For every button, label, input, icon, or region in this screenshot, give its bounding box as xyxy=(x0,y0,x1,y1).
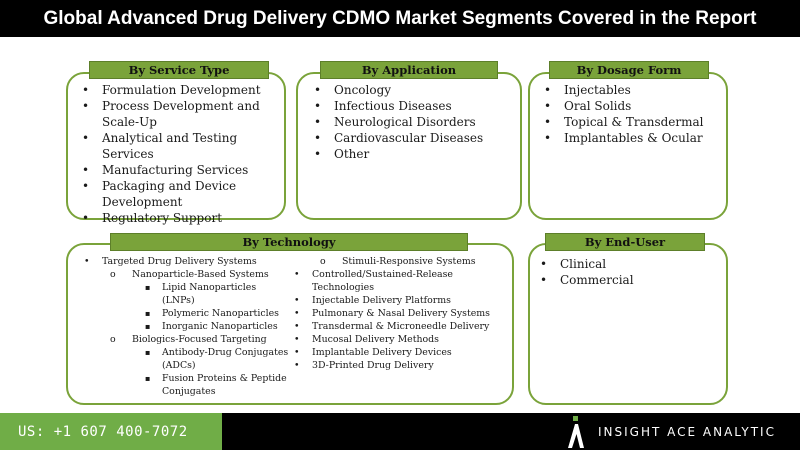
service-type-header: By Service Type xyxy=(89,61,269,79)
end-user-list: Clinical Commercial xyxy=(536,256,722,288)
list-item: Oncology xyxy=(310,82,520,98)
list-item-continuation: Conjugates xyxy=(162,386,216,397)
phone-number: US: +1 607 400-7072 xyxy=(0,413,222,450)
list-item: Injectables xyxy=(540,82,726,98)
list-item: Packaging and Device Development xyxy=(78,178,286,210)
list-item: Transdermal & Microneedle Delivery xyxy=(294,320,510,333)
technology-right-list: Stimuli-Responsive Systems Controlled/Su… xyxy=(290,255,510,372)
list-item: Process Development and Scale-Up xyxy=(78,98,286,130)
service-type-list: Formulation Development Process Developm… xyxy=(78,82,286,226)
list-item: Cardiovascular Diseases xyxy=(310,130,520,146)
list-item: Formulation Development xyxy=(78,82,286,98)
technology-header: By Technology xyxy=(110,233,468,251)
list-item: Inorganic Nanoparticles xyxy=(145,320,290,333)
list-item: Nanoparticle-Based Systems xyxy=(110,268,290,281)
list-item: Regulatory Support xyxy=(78,210,286,226)
list-item: Manufacturing Services xyxy=(78,162,286,178)
list-item: Implantable Delivery Devices xyxy=(294,346,510,359)
list-item: Lipid Nanoparticles (LNPs) xyxy=(145,281,290,307)
list-item: 3D-Printed Drug Delivery xyxy=(294,359,510,372)
list-item: Polymeric Nanoparticles xyxy=(145,307,290,320)
list-item: Fusion Proteins & Peptide xyxy=(145,372,290,385)
list-item: Controlled/Sustained-Release xyxy=(294,268,510,281)
list-item: Commercial xyxy=(536,272,722,288)
end-user-header: By End-User xyxy=(545,233,705,251)
list-item: Topical & Transdermal xyxy=(540,114,726,130)
list-item: Clinical xyxy=(536,256,722,272)
list-item: Other xyxy=(310,146,520,162)
footer-bar: US: +1 607 400-7072 INSIGHT ACE ANALYTIC xyxy=(0,413,800,450)
list-item-continuation: (ADCs) xyxy=(162,360,196,371)
list-item: Injectable Delivery Platforms xyxy=(294,294,510,307)
application-header: By Application xyxy=(320,61,498,79)
list-item: Antibody-Drug Conjugates xyxy=(145,346,290,359)
technology-left-list: Targeted Drug Delivery Systems Nanoparti… xyxy=(80,255,290,398)
list-item: Biologics-Focused Targeting xyxy=(110,333,290,346)
list-item: Stimuli-Responsive Systems xyxy=(320,255,510,268)
list-item-continuation: Technologies xyxy=(312,282,375,293)
list-item: Neurological Disorders xyxy=(310,114,520,130)
application-list: Oncology Infectious Diseases Neurologica… xyxy=(310,82,520,162)
dosage-form-list: Injectables Oral Solids Topical & Transd… xyxy=(540,82,726,146)
page-title: Global Advanced Drug Delivery CDMO Marke… xyxy=(0,0,800,37)
insight-ace-logo-icon xyxy=(568,416,584,448)
list-item: Oral Solids xyxy=(540,98,726,114)
brand-name: INSIGHT ACE ANALYTIC xyxy=(598,424,776,439)
list-item: Pulmonary & Nasal Delivery Systems xyxy=(294,307,510,320)
dosage-form-header: By Dosage Form xyxy=(549,61,709,79)
list-item: Targeted Drug Delivery Systems xyxy=(84,255,290,268)
list-item: Infectious Diseases xyxy=(310,98,520,114)
list-item: Analytical and Testing Services xyxy=(78,130,286,162)
list-item: Mucosal Delivery Methods xyxy=(294,333,510,346)
list-item: Implantables & Ocular xyxy=(540,130,726,146)
